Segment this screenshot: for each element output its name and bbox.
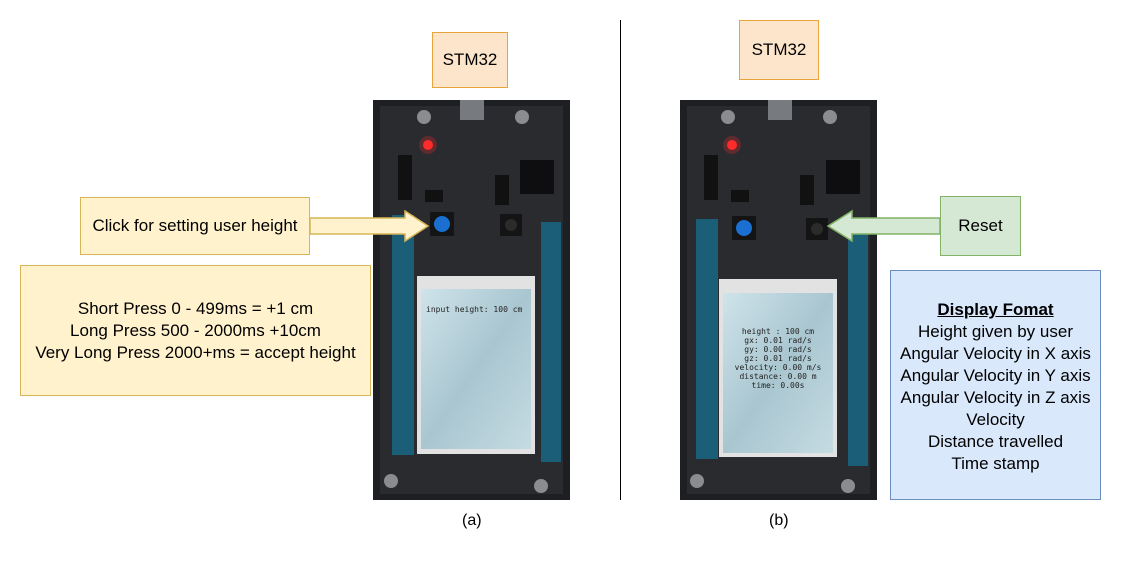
- caption-b: (b): [769, 512, 789, 529]
- reset-button-icon: [811, 223, 823, 235]
- arrow-to-reset-button: [826, 209, 941, 243]
- user-button-icon: [736, 220, 752, 236]
- display-format-line: Distance travelled: [927, 432, 1064, 451]
- arrow-to-user-button: [309, 209, 430, 243]
- screw-icon: [841, 479, 855, 493]
- user-button-icon: [434, 216, 450, 232]
- height-button-callout: Click for setting user height: [80, 197, 310, 255]
- screw-icon: [515, 110, 529, 124]
- stm32-label-a: STM32: [432, 32, 508, 88]
- screen-b-line: time: 0.00s: [752, 381, 805, 390]
- screen-b-line: gy: 0.00 rad/s: [744, 345, 812, 354]
- display-format-line: Height given by user: [918, 322, 1073, 341]
- display-format-title: Display Fomat: [937, 300, 1054, 319]
- screw-icon: [417, 110, 431, 124]
- screw-icon: [534, 479, 548, 493]
- screen-b-line: distance: 0.00 m: [739, 372, 816, 381]
- screw-icon: [721, 110, 735, 124]
- board-a-photo: input height: 100 cm: [373, 100, 570, 500]
- display-format-line: Time stamp: [951, 454, 1040, 473]
- reset-callout: Reset: [940, 196, 1021, 256]
- screen-b-line: gx: 0.01 rad/s: [744, 336, 812, 345]
- display-format-line: Angular Velocity in Z axis: [900, 388, 1091, 407]
- display-format-line: Velocity: [966, 410, 1025, 429]
- screw-icon: [823, 110, 837, 124]
- display-format-line: Angular Velocity in Y axis: [900, 366, 1091, 385]
- screen-b-line: gz: 0.01 rad/s: [744, 354, 812, 363]
- stm32-label-b: STM32: [739, 20, 819, 80]
- press-info-line: Long Press 500 - 2000ms +10cm: [70, 320, 321, 340]
- display-format-line: Angular Velocity in X axis: [900, 344, 1091, 363]
- screen-b-line: velocity: 0.00 m/s: [735, 363, 822, 372]
- red-led-icon: [727, 140, 737, 150]
- screw-icon: [690, 474, 704, 488]
- red-led-icon: [423, 140, 433, 150]
- screw-icon: [384, 474, 398, 488]
- press-info-line: Short Press 0 - 499ms = +1 cm: [77, 298, 314, 318]
- panel-divider: [620, 20, 621, 500]
- press-info-line: Very Long Press 2000+ms = accept height: [35, 342, 356, 362]
- caption-a: (a): [462, 512, 482, 529]
- screen-a-text: input height: 100 cm: [426, 305, 523, 314]
- screen-b-line: height : 100 cm: [742, 327, 814, 336]
- display-format-box: Display Fomat Height given by user Angul…: [890, 270, 1101, 500]
- press-info-callout: Short Press 0 - 499ms = +1 cm Long Press…: [20, 265, 371, 396]
